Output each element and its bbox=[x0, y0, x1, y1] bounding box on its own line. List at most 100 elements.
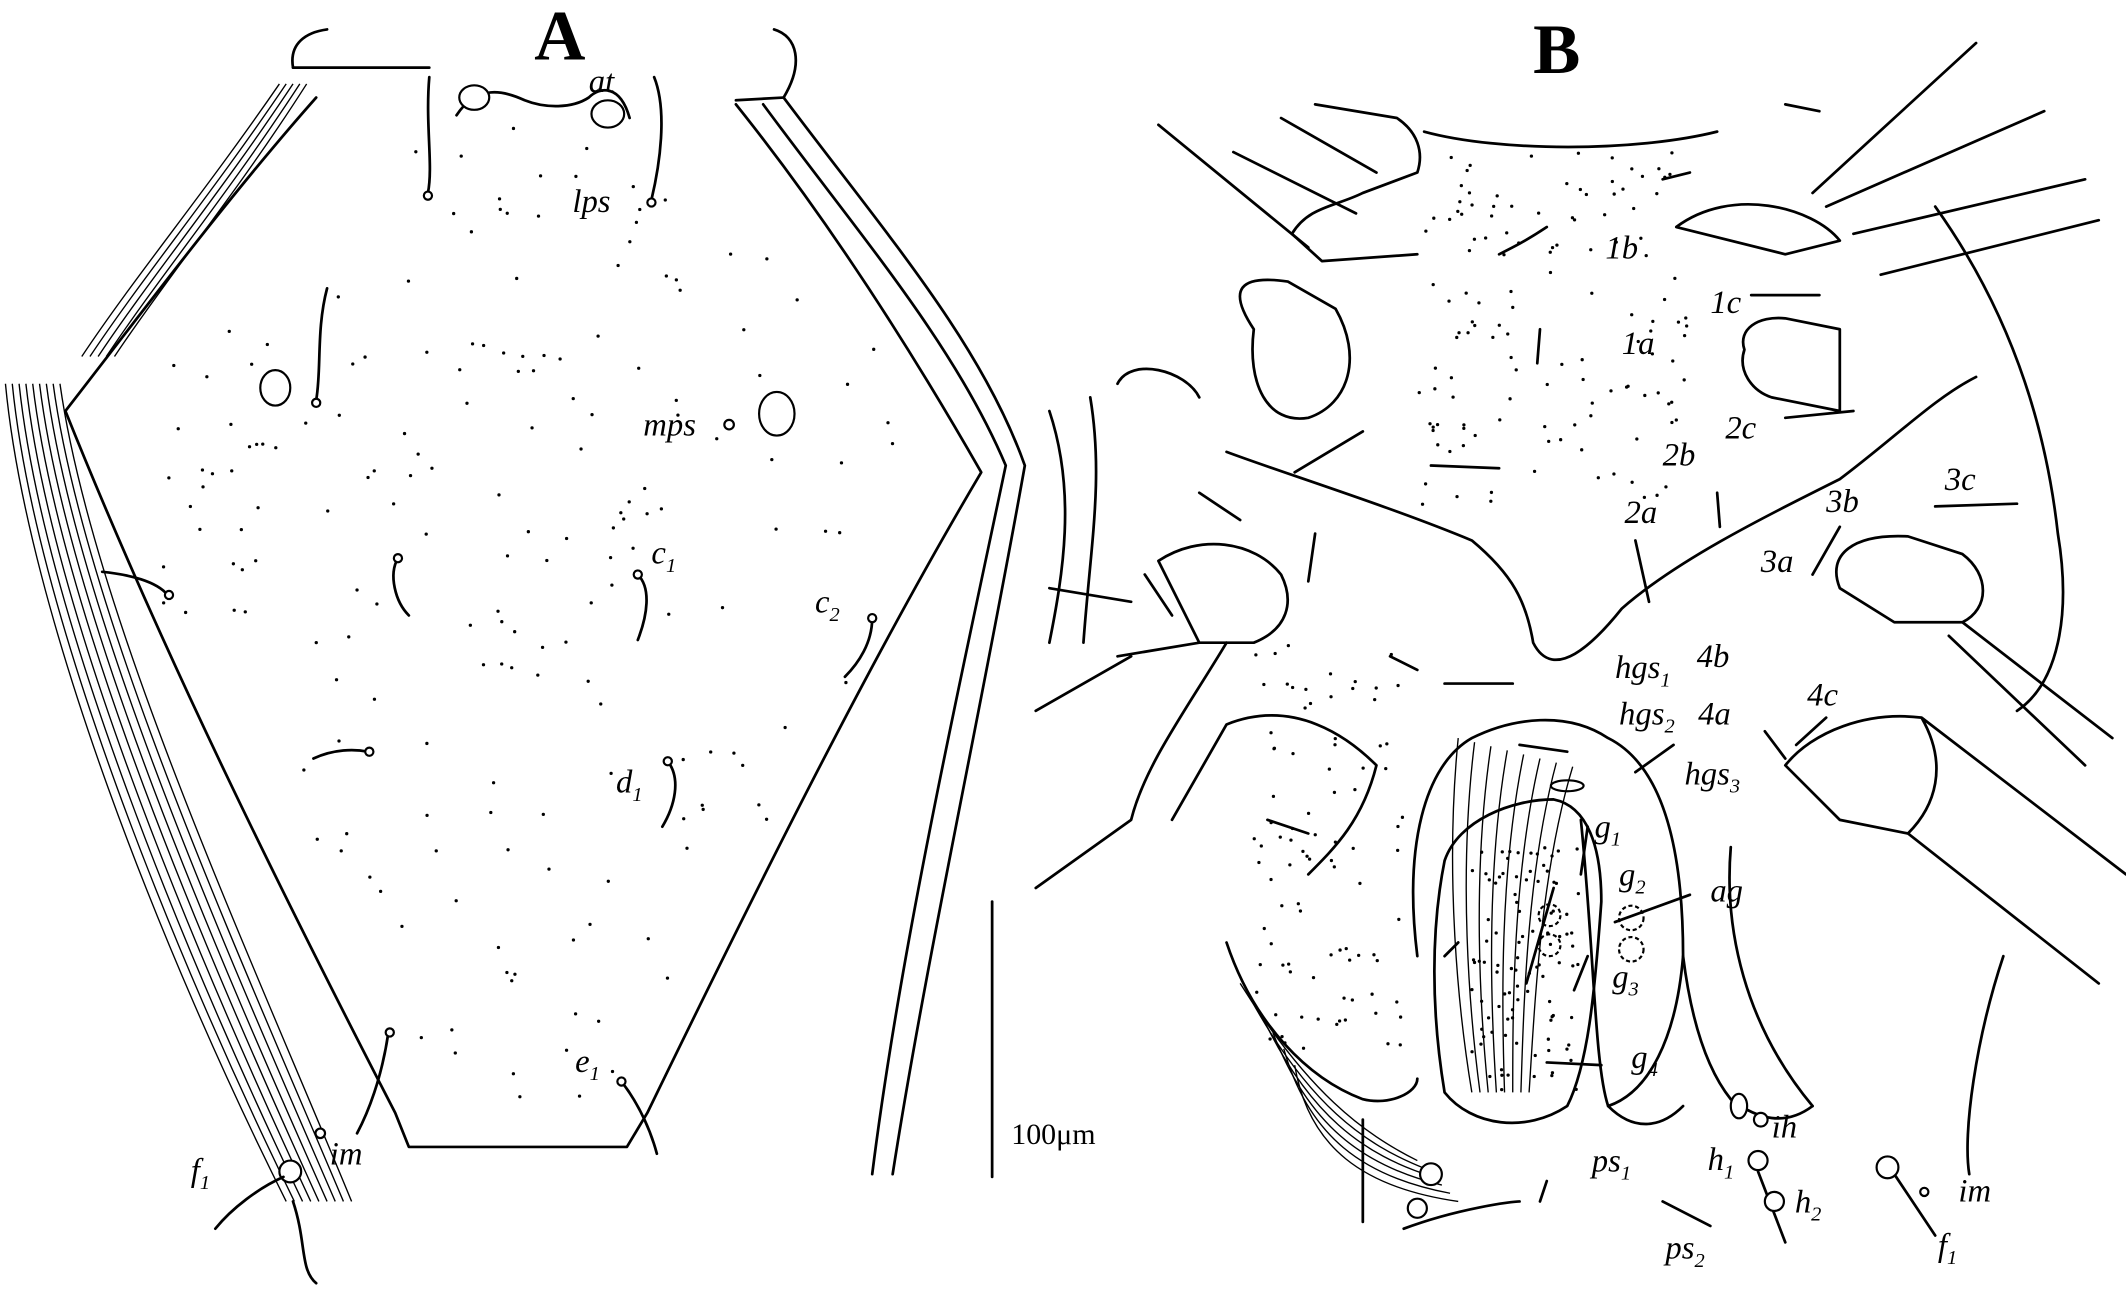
striation-line bbox=[1272, 1032, 1443, 1186]
stipple-dot bbox=[1621, 187, 1625, 191]
seta bbox=[100, 570, 169, 597]
stipple-dot bbox=[1449, 155, 1453, 160]
stipple-dot bbox=[1546, 931, 1550, 935]
stipple-dot bbox=[1630, 313, 1634, 317]
stipple-dot bbox=[1431, 428, 1435, 433]
stipple-dot bbox=[516, 369, 520, 374]
label-g2: g2 bbox=[1619, 857, 1646, 898]
stipple-dot bbox=[1311, 976, 1316, 980]
stipple-dot bbox=[167, 476, 171, 480]
stipple-dot bbox=[845, 382, 850, 386]
stipple-dot bbox=[1528, 869, 1532, 874]
panel-b-ventral-view: B bbox=[1034, 11, 2126, 1272]
stipple-dot bbox=[491, 781, 496, 785]
stipple-dot bbox=[1515, 956, 1520, 960]
stipple-dot bbox=[1353, 787, 1357, 792]
stipple-dot bbox=[337, 413, 341, 417]
stipple-dot bbox=[1515, 984, 1520, 988]
stipple-dot bbox=[1511, 305, 1515, 310]
stipple-dot bbox=[682, 817, 686, 821]
stipple-dot bbox=[1301, 1046, 1306, 1050]
stipple-dot bbox=[1353, 680, 1357, 684]
stipple-dot bbox=[1436, 443, 1440, 447]
stipple-dot bbox=[1581, 377, 1585, 382]
stipple-dot bbox=[1486, 917, 1490, 922]
stipple-dot bbox=[1529, 851, 1533, 855]
stipple-dot bbox=[764, 817, 769, 821]
label-3b: 3b bbox=[1825, 484, 1859, 520]
stipple-dot bbox=[1370, 992, 1374, 996]
stipple-dot bbox=[1462, 426, 1466, 431]
stipple-dot bbox=[1596, 476, 1600, 480]
stipple-dot bbox=[1590, 291, 1594, 295]
stipple-dot bbox=[1535, 965, 1539, 969]
stipple-dot bbox=[1578, 187, 1583, 192]
stipple-dot bbox=[1650, 352, 1655, 356]
posterior-fold bbox=[291, 1200, 318, 1285]
label-1c: 1c bbox=[1710, 285, 1741, 321]
stipple-dot bbox=[1548, 942, 1553, 947]
stipple-dot bbox=[585, 146, 589, 151]
stipple-dot bbox=[1514, 368, 1518, 372]
stipple-dot bbox=[1630, 167, 1634, 171]
stipple-dot bbox=[676, 413, 680, 417]
stipple-dot bbox=[542, 353, 546, 358]
stipple-dot bbox=[230, 469, 234, 473]
genital-plate bbox=[1433, 798, 1603, 1125]
setae bbox=[1048, 171, 2019, 1244]
stipple-dot bbox=[1673, 276, 1677, 281]
stipple-dot bbox=[1551, 909, 1555, 913]
stipple-dot bbox=[1668, 172, 1672, 177]
stipple-dot bbox=[1269, 731, 1273, 735]
stipple-dot bbox=[400, 924, 404, 929]
striation-line bbox=[1502, 754, 1525, 1093]
label-2c: 2c bbox=[1725, 410, 1756, 446]
seta bbox=[314, 286, 329, 402]
stipple-dot bbox=[1461, 443, 1466, 448]
im-pore bbox=[1919, 1186, 1930, 1198]
stipple-dot bbox=[1274, 1013, 1278, 1017]
striation-line bbox=[1239, 983, 1418, 1162]
stipple-dot bbox=[774, 527, 778, 531]
stipple-dot bbox=[823, 529, 828, 533]
posterior-outline-right bbox=[1728, 845, 2005, 1176]
stipple-dot bbox=[1373, 698, 1377, 702]
striation-line bbox=[38, 383, 328, 1202]
striation-line bbox=[113, 83, 308, 357]
stipple-dot bbox=[1301, 849, 1305, 853]
label-c2: c2 bbox=[815, 585, 840, 626]
stipple-dot bbox=[1524, 878, 1529, 882]
stipple-dot bbox=[1271, 794, 1276, 799]
stipple-dot bbox=[1485, 939, 1489, 943]
stipple-dot bbox=[1375, 959, 1379, 963]
pore bbox=[1729, 1092, 1749, 1120]
im-pore bbox=[314, 1127, 327, 1140]
striations-b bbox=[1239, 738, 1574, 1203]
stipple-dot bbox=[590, 413, 594, 417]
stipple-dot bbox=[665, 976, 670, 980]
stipple-dot bbox=[1472, 960, 1477, 965]
stipple-dot bbox=[700, 803, 704, 807]
seta-f1 bbox=[213, 1175, 285, 1231]
stipple-dot bbox=[518, 1095, 522, 1099]
stipple-dot bbox=[465, 401, 469, 405]
stipple-dot bbox=[1305, 854, 1309, 858]
stipple-dot bbox=[372, 697, 377, 701]
stipple-dot bbox=[1501, 871, 1505, 876]
stipple-dot bbox=[1576, 962, 1580, 967]
stipple-dot bbox=[664, 274, 668, 278]
label-im-b: im bbox=[1958, 1173, 1991, 1209]
stipple-dot bbox=[1515, 900, 1519, 904]
stipple-dot bbox=[1494, 931, 1498, 935]
stipple-dot bbox=[1395, 1000, 1399, 1004]
stipple-dot bbox=[1273, 651, 1277, 656]
stipple-dot bbox=[1685, 324, 1689, 328]
f1-alveolus bbox=[1875, 1155, 1900, 1180]
striation-line bbox=[1520, 762, 1557, 1093]
stipple-dot bbox=[1327, 767, 1331, 771]
stipple-dot bbox=[526, 530, 531, 534]
at-pore bbox=[590, 99, 626, 129]
stipple-dot bbox=[1580, 358, 1584, 362]
stipple-dot bbox=[541, 812, 545, 817]
stipple-dot bbox=[674, 398, 678, 403]
